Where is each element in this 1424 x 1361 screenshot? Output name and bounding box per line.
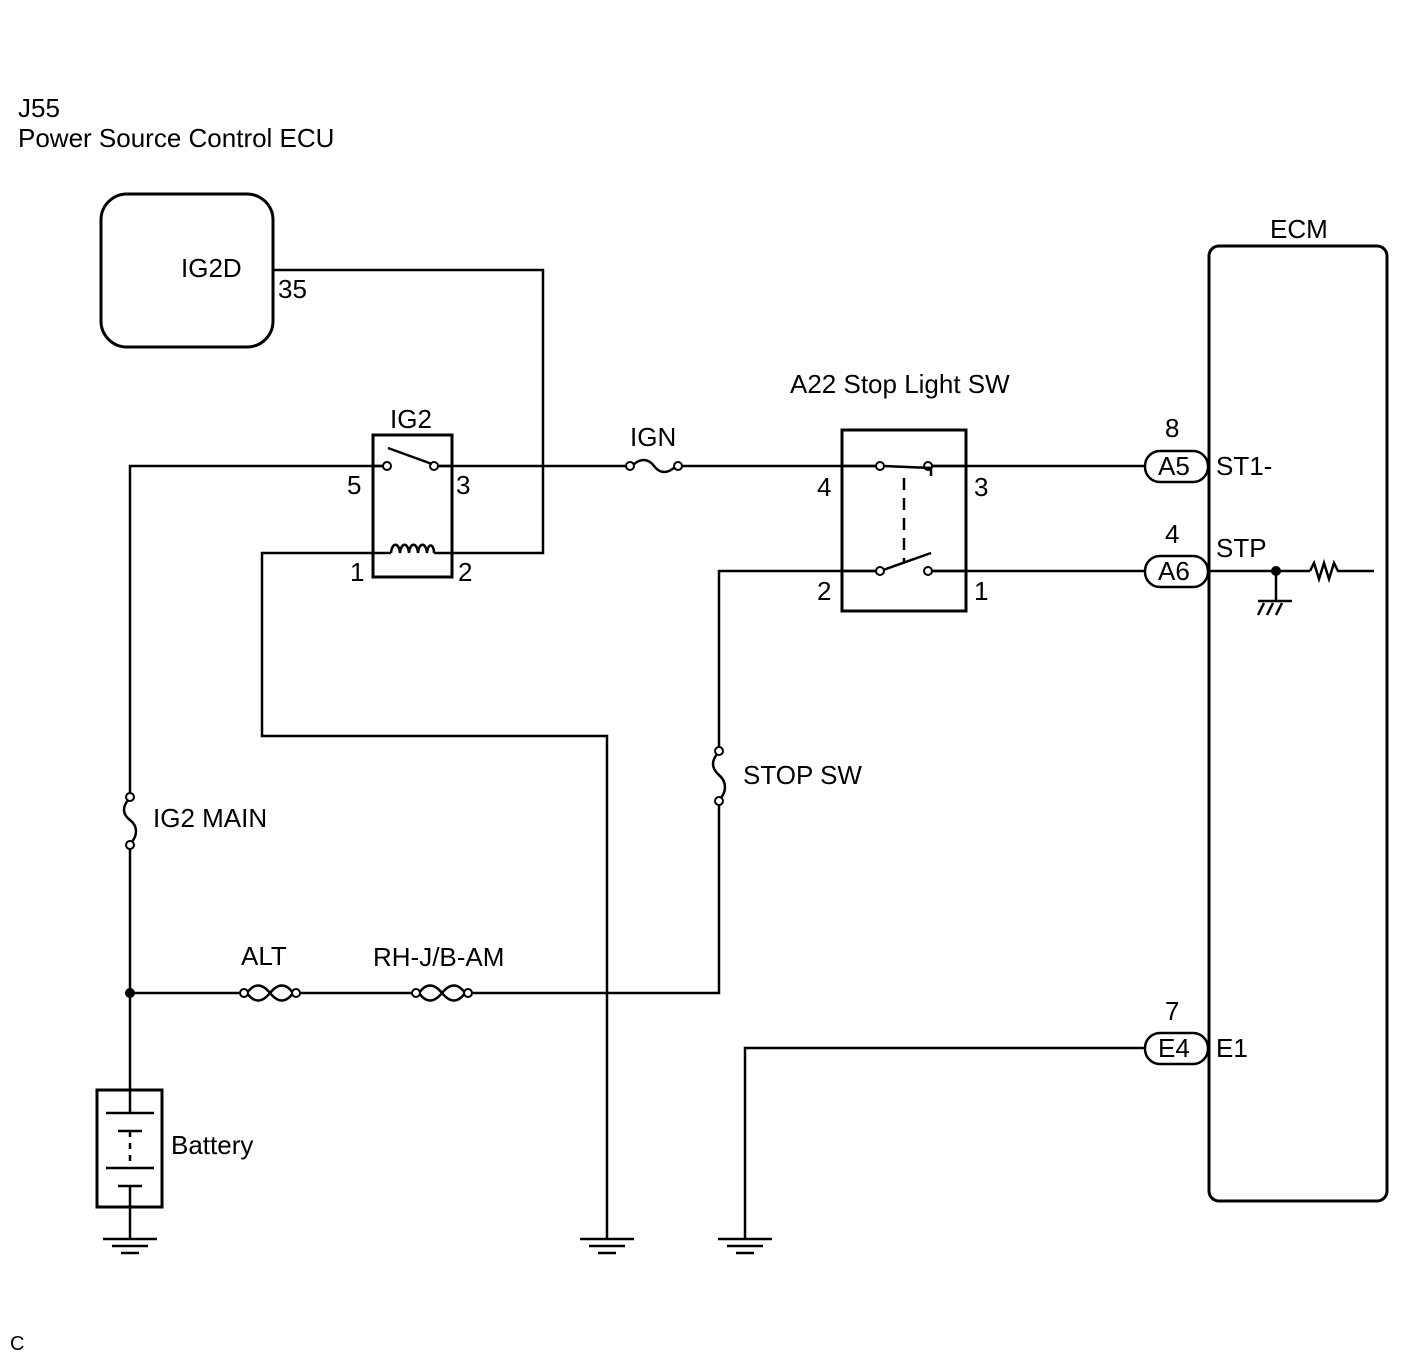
connector-e4-label: E4 [1158,1033,1190,1063]
relay-pin-2: 2 [458,557,472,587]
switch-pin-1: 1 [974,576,988,606]
connector-e4 [1143,1031,1210,1066]
ig2-relay: IG2 5 3 1 2 [347,404,472,587]
switch-pin-4: 4 [817,472,831,502]
wire-e4-to-ground [743,1046,1145,1238]
ground-ecm-icon [718,1237,772,1255]
ecm-signal-st1: ST1- [1216,451,1272,481]
power-source-control-ecu: IG2D 35 [99,192,307,349]
fuse-ig2-main-icon [122,797,138,845]
wire-relay-pin5-to-ig2-main [128,464,384,795]
footer-code: C [10,1333,24,1355]
relay-pin-5: 5 [347,470,361,500]
battery: Battery [95,1088,253,1209]
stop-light-switch: A22 Stop Light SW 4 3 2 1 [790,369,1010,613]
stop-light-switch-label: A22 Stop Light SW [790,369,1010,399]
connector-a5-pin: 8 [1165,413,1179,443]
diagram-title: Power Source Control ECU [18,123,334,153]
fusible-link-alt-icon-inner [245,984,295,1002]
ground-relay-icon [580,1237,634,1255]
ecm-chassis-ground-icon [1256,599,1292,616]
fusible-link-rh-jb-am-end-left [411,988,421,998]
fuse-stop-sw-icon [711,751,727,801]
fuse-ign-end-left [625,461,635,471]
ecu-terminal-ig2d: IG2D [181,253,242,283]
battery-icon [106,1090,154,1207]
relay-pin-1: 1 [350,557,364,587]
fuse-stop-sw-end-top [714,746,724,756]
wire-relay-coil-to-ground [260,551,609,1238]
connector-a6-label: A6 [1158,556,1190,586]
switch-lower-arm [882,551,932,572]
fusible-link-alt: ALT [239,941,301,1002]
ecm-label: ECM [1270,214,1328,244]
fuse-ign-icon [631,458,677,474]
relay-body [371,433,454,579]
wires [128,268,1145,1238]
switch-upper-contact-left [875,461,885,471]
connector-a5 [1143,449,1210,484]
fuse-stop-sw-end-bottom [714,796,724,806]
fuse-ig2-main-end-bottom [125,840,135,850]
fusible-link-rh-jb-am-end-right [463,988,473,998]
connector-a6-pin: 4 [1165,519,1179,549]
wire-ig2d-to-relay-coil [273,268,545,555]
connector-a5-label: A5 [1158,451,1190,481]
switch-lower-contact-right [923,566,933,576]
relay-label: IG2 [390,404,432,434]
ecu-pin-35: 35 [278,274,307,304]
switch-pin-2: 2 [817,576,831,606]
fuse-ign-label: IGN [630,422,676,452]
fusible-link-alt-end-right [291,988,301,998]
ecm-body [1207,244,1389,1203]
fusible-link-rh-jb-am: RH-J/B-AM [373,942,504,1002]
fusible-link-rh-jb-am-label: RH-J/B-AM [373,942,504,972]
battery-label: Battery [171,1130,253,1160]
wire-rhjbam-to-stopsw [470,803,721,995]
diagram-code: J55 [18,93,60,123]
stop-light-switch-body [840,428,968,613]
junction-dot [125,988,135,998]
relay-coil-icon [389,543,436,554]
switch-pin-3: 3 [974,472,988,502]
fusible-link-alt-label: ALT [241,941,287,971]
fuse-ign: IGN [625,422,683,474]
relay-pin-3: 3 [456,470,470,500]
switch-lower-contact-left [875,566,885,576]
relay-contact-left [382,461,392,471]
fuse-stop-sw: STOP SW [711,746,862,806]
ecm-internal-resistor-icon [1308,558,1374,584]
ecm-signal-stp: STP [1216,533,1267,563]
ecm: ECM A5 8 ST1- A6 4 STP E4 7 E1 [1143,214,1389,1203]
switch-upper-arm [882,464,933,476]
fuse-ig2-main-end-top [125,792,135,802]
relay-contact-arm [387,446,433,466]
fuse-ig2-main: IG2 MAIN [122,792,267,850]
fuse-stop-sw-label: STOP SW [743,760,862,790]
ground-battery-icon [103,1237,157,1255]
connector-e4-pin: 7 [1165,996,1179,1026]
ecm-signal-e1: E1 [1216,1033,1248,1063]
fuse-ign-end-right [673,461,683,471]
fusible-link-alt-end-left [239,988,249,998]
fusible-link-rh-jb-am-icon-inner [417,984,467,1002]
wire-stopsw-to-switch-pin2 [717,569,879,749]
fuse-ig2-main-label: IG2 MAIN [153,803,267,833]
